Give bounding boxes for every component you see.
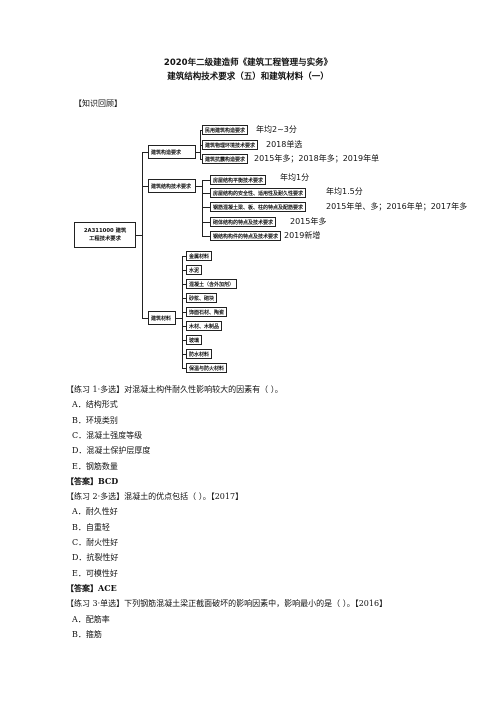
leaf: 民用建筑构造要求 — [202, 125, 249, 135]
question-option: A．配筋率 — [72, 614, 110, 624]
leaf-note: 2018单选 — [266, 140, 303, 149]
connector — [202, 180, 203, 236]
connector — [142, 152, 143, 318]
branch-materials: 建筑材料 — [148, 311, 176, 325]
connector — [182, 340, 186, 341]
connector — [136, 235, 142, 236]
question-option: D．混凝土保护层厚度 — [72, 446, 151, 456]
question-option: B．自重轻 — [72, 522, 110, 532]
section-label: 【知识回顾】 — [74, 99, 122, 108]
material-leaf: 金属材料 — [186, 251, 213, 261]
leaf: 房屋结构平衡技术要求 — [210, 175, 267, 185]
question-option: A．结构形式 — [72, 400, 118, 410]
question-option: B．环境类别 — [72, 415, 118, 425]
connector — [182, 284, 186, 285]
question-option: E．钢筋数量 — [72, 461, 118, 471]
connector — [202, 193, 210, 194]
material-leaf: 饰面石材、陶瓷 — [186, 307, 228, 317]
leaf-note: 年均1分 — [280, 173, 310, 182]
connector — [142, 152, 148, 153]
material-leaf: 水泥 — [186, 265, 203, 275]
connector — [182, 312, 186, 313]
question-stem: 【练习 3·单选】下列钢筋混凝土梁正截面破坏的影响因素中，影响最小的是（ ）。【… — [66, 599, 388, 609]
connector — [202, 222, 210, 223]
connector — [182, 368, 186, 369]
leaf: 建筑物理环境技术要求 — [202, 140, 259, 150]
material-leaf: 木材、木制品 — [186, 321, 223, 331]
material-leaf: 混凝土（含外加剂） — [186, 279, 238, 289]
material-leaf: 保温与防火材料 — [186, 363, 228, 373]
mindmap-root: 2A311000 建筑 工程技术要求 — [74, 222, 136, 248]
root-line-2: 工程技术要求 — [89, 236, 121, 242]
leaf: 钢筋混凝土梁、板、柱的特点及配筋要求 — [210, 202, 307, 212]
material-leaf: 砂浆、砌块 — [186, 293, 218, 303]
connector — [182, 270, 186, 271]
leaf-note: 年均2~3分 — [256, 125, 297, 134]
connector — [142, 186, 148, 187]
leaf: 房屋结构的安全性、适用性及耐久性要求 — [210, 188, 307, 198]
question-option: B．箍筋 — [72, 629, 102, 639]
connector — [202, 207, 210, 208]
question-answer: 【答案】ACE — [66, 582, 117, 593]
root-line-1: 2A311000 建筑 — [83, 228, 127, 234]
question-answer: 【答案】BCD — [66, 475, 119, 486]
leaf-note: 年均1.5分 — [326, 187, 363, 196]
connector — [200, 145, 202, 146]
leaf-note: 2015年多 — [290, 217, 327, 226]
connector — [200, 130, 202, 131]
connector — [182, 298, 186, 299]
connector — [182, 256, 186, 257]
material-leaf: 防水材料 — [186, 349, 213, 359]
title-line-1: 2020年二级建造师《建筑工程管理与实务》 — [163, 58, 333, 68]
connector — [202, 236, 210, 237]
connector — [196, 152, 200, 153]
leaf-note: 2015年多；2018年多；2019年单 — [254, 154, 380, 163]
leaf: 砌体结构的特点及技术要求 — [210, 217, 277, 227]
question-option: E．可模性好 — [72, 568, 118, 578]
connector — [142, 318, 148, 319]
leaf-note: 2015年单、多；2016年单；2017年多 — [326, 202, 468, 211]
question-option: D．抗裂性好 — [72, 553, 119, 563]
leaf: 建筑抗震构造要求 — [202, 154, 249, 164]
question-option: C．混凝土强度等级 — [72, 430, 143, 440]
title-line-2: 建筑结构技术要求（五）和建筑材料（一） — [167, 72, 329, 82]
connector — [182, 326, 186, 327]
leaf-note: 2019新增 — [284, 231, 321, 240]
connector — [202, 180, 210, 181]
question-stem: 【练习 2·多选】混凝土的优点包括（ ）。【2017】 — [66, 492, 244, 502]
connector — [176, 318, 182, 319]
connector — [196, 186, 202, 187]
leaf: 钢结构构件的特点及技术要求 — [210, 231, 282, 241]
branch-building-construction: 建筑构造要求 — [148, 145, 196, 159]
question-option: A．耐久性好 — [72, 507, 118, 517]
branch-structure: 建筑结构技术要求 — [148, 179, 196, 193]
connector — [200, 130, 201, 159]
material-leaf: 玻璃 — [186, 335, 203, 345]
connector — [200, 159, 202, 160]
question-stem: 【练习 1·多选】对混凝土构件耐久性影响较大的因素有（ ）。 — [66, 385, 283, 394]
question-option: C．耐火性好 — [72, 538, 119, 547]
connector — [182, 354, 186, 355]
